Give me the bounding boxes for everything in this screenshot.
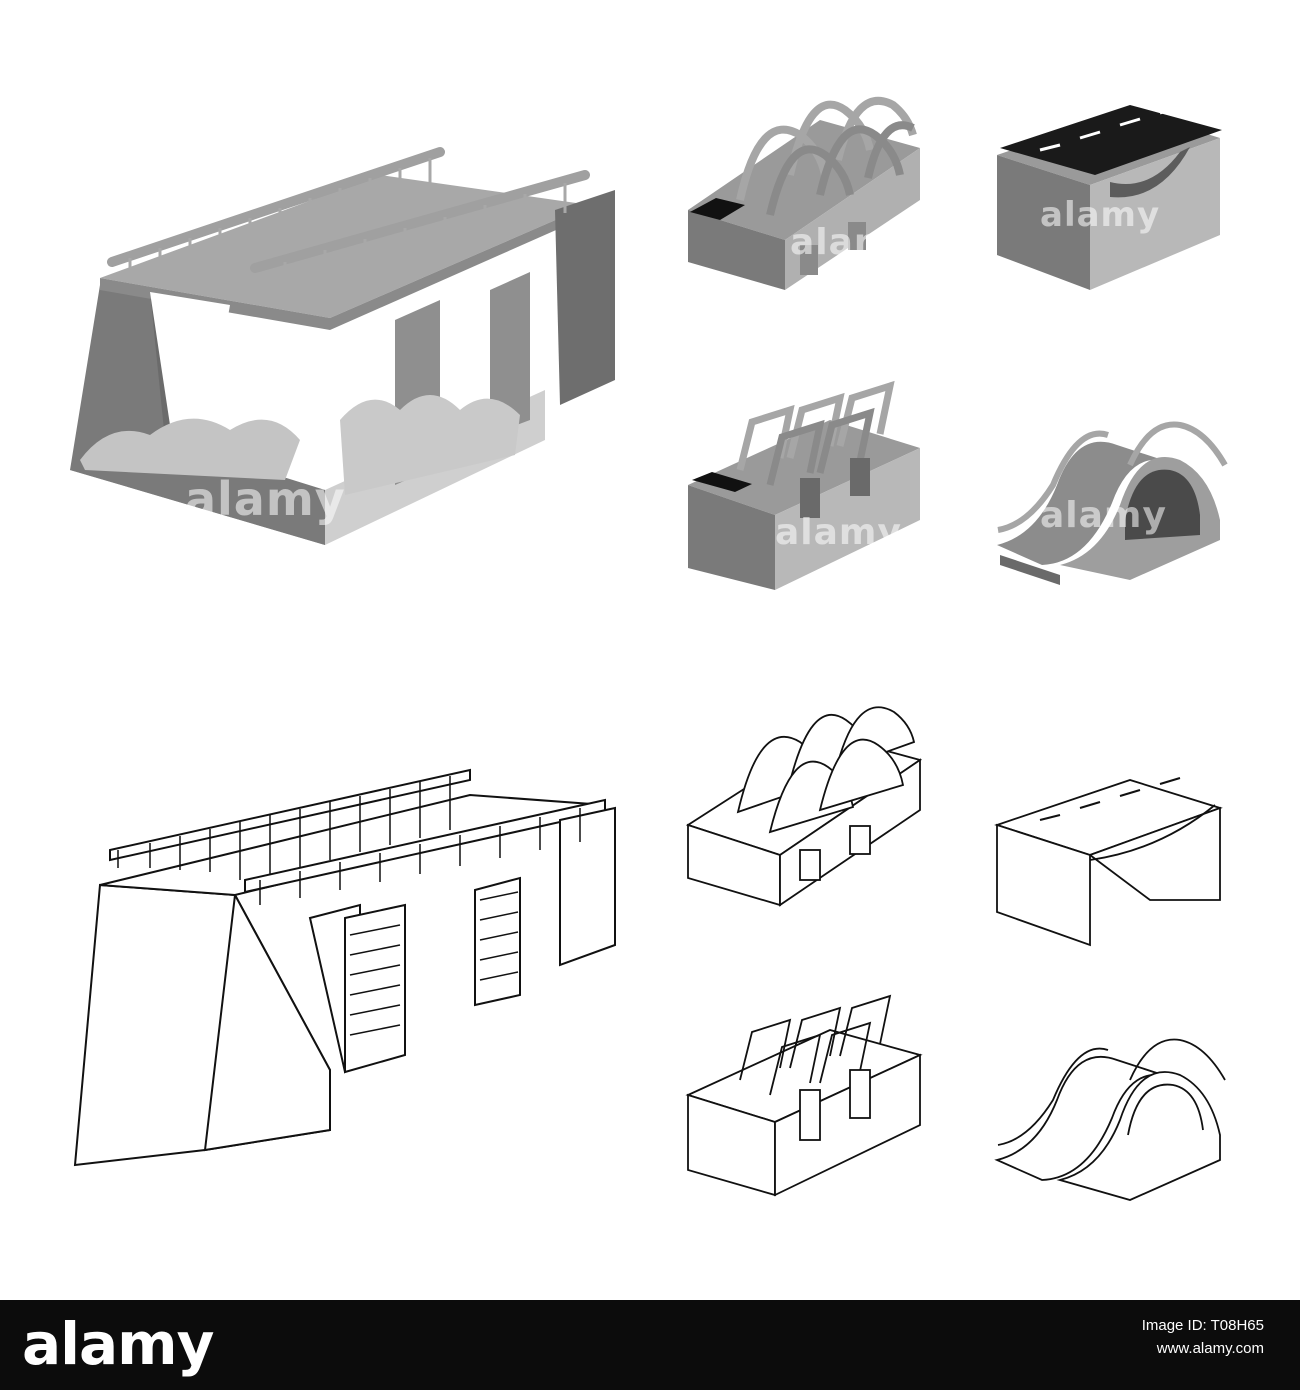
site-url: www.alamy.com [1156, 1340, 1264, 1357]
truss-bridge-mono-icon [688, 380, 920, 590]
arch-truss-bridge-mono-icon [688, 96, 920, 290]
bridge-icons-illustration [70, 96, 1228, 1201]
humpback-bridge-outline-icon [994, 1038, 1226, 1201]
stone-bridge-outline-icon [73, 768, 616, 1167]
image-id-block: Image ID: T08H65 www.alamy.com [1142, 1314, 1264, 1360]
image-id-label: Image ID: T08H65 [1141, 1317, 1264, 1334]
truss-bridge-outline-icon [685, 994, 923, 1197]
arch-truss-bridge-outline-icon [685, 706, 923, 907]
alamy-logo: alamy [22, 1310, 214, 1378]
humpback-bridge-mono-icon [997, 421, 1228, 585]
road-arch-bridge-mono-icon [997, 105, 1222, 290]
stone-bridge-mono-icon [70, 147, 615, 545]
stock-footer-bar: alamy Image ID: T08H65 www.alamy.com [0, 1300, 1300, 1390]
road-arch-bridge-outline-icon [994, 777, 1223, 947]
